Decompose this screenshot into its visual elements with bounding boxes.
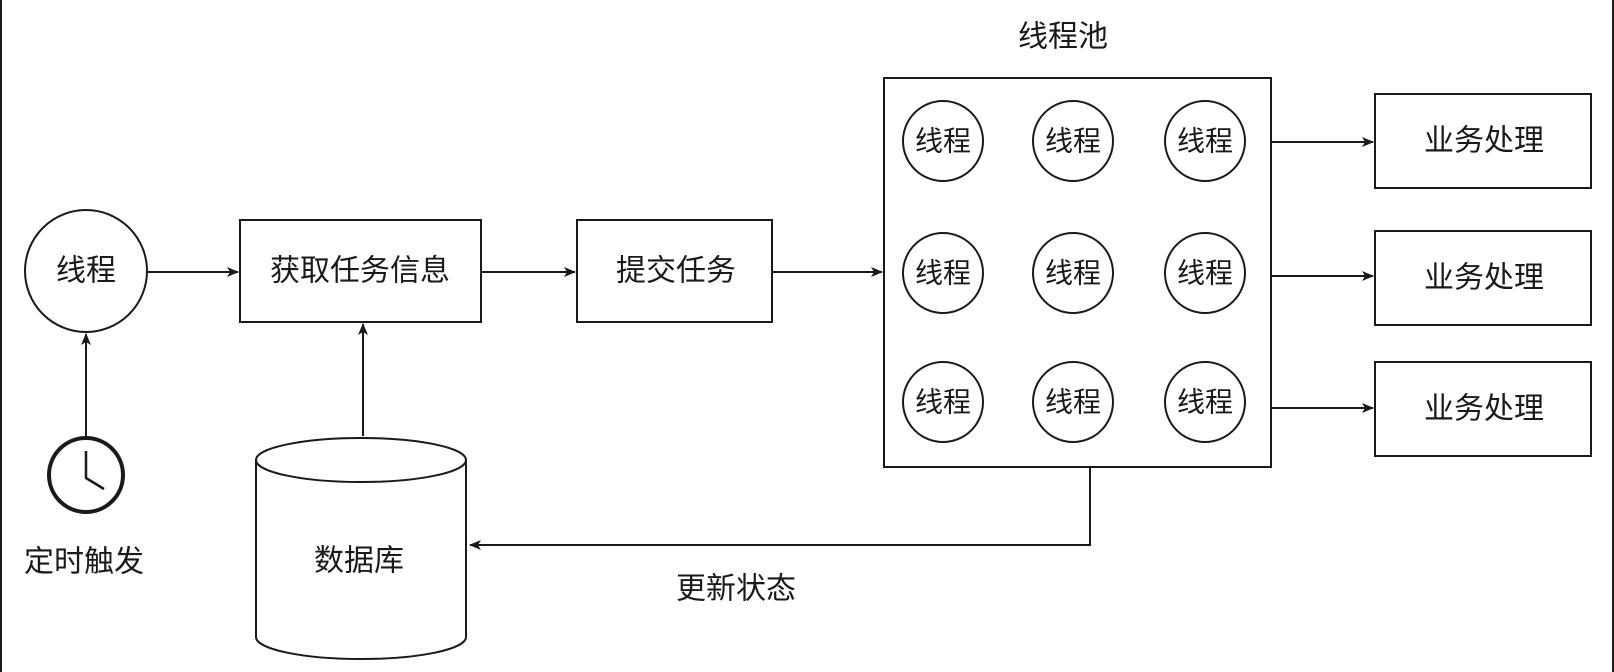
business-label: 业务处理: [1424, 392, 1544, 427]
pool-thread-label: 线程: [1177, 386, 1233, 419]
pool-thread-node: 线程: [1032, 361, 1114, 443]
timer-label: 定时触发: [24, 545, 144, 580]
pool-thread-label: 线程: [915, 125, 971, 158]
pool-thread-node: 线程: [1032, 232, 1114, 314]
pool-thread-node: 线程: [1164, 232, 1246, 314]
submit-task-box: 提交任务: [576, 219, 773, 323]
pool-thread-node: 线程: [1032, 100, 1114, 182]
pool-thread-node: 线程: [1164, 361, 1246, 443]
pool-thread-label: 线程: [915, 257, 971, 290]
pool-thread-label: 线程: [1045, 386, 1101, 419]
pool-thread-node: 线程: [902, 361, 984, 443]
pool-thread-label: 线程: [1177, 125, 1233, 158]
pool-thread-node: 线程: [1164, 100, 1246, 182]
business-label: 业务处理: [1424, 261, 1544, 296]
clock-icon: [47, 436, 125, 514]
update-status-label: 更新状态: [676, 572, 796, 607]
submit-task-label: 提交任务: [616, 254, 736, 289]
pool-thread-node: 线程: [902, 232, 984, 314]
business-label: 业务处理: [1424, 124, 1544, 159]
arrow-pool-to-database: [469, 467, 1091, 550]
database-cylinder: 数据库: [255, 437, 467, 660]
business-box: 业务处理: [1374, 230, 1592, 326]
get-task-info-box: 获取任务信息: [239, 219, 482, 323]
pool-thread-label: 线程: [915, 386, 971, 419]
database-label: 数据库: [314, 544, 404, 579]
pool-thread-label: 线程: [1045, 257, 1101, 290]
pool-title: 线程池: [1018, 20, 1108, 55]
pool-thread-label: 线程: [1177, 257, 1233, 290]
main-thread-node: 线程: [24, 209, 148, 333]
pool-thread-node: 线程: [902, 100, 984, 182]
thread-pool-box: [883, 77, 1272, 468]
main-thread-label: 线程: [56, 254, 116, 289]
business-box: 业务处理: [1374, 93, 1592, 189]
business-box: 业务处理: [1374, 361, 1592, 457]
get-task-info-label: 获取任务信息: [270, 254, 450, 289]
pool-thread-label: 线程: [1045, 125, 1101, 158]
